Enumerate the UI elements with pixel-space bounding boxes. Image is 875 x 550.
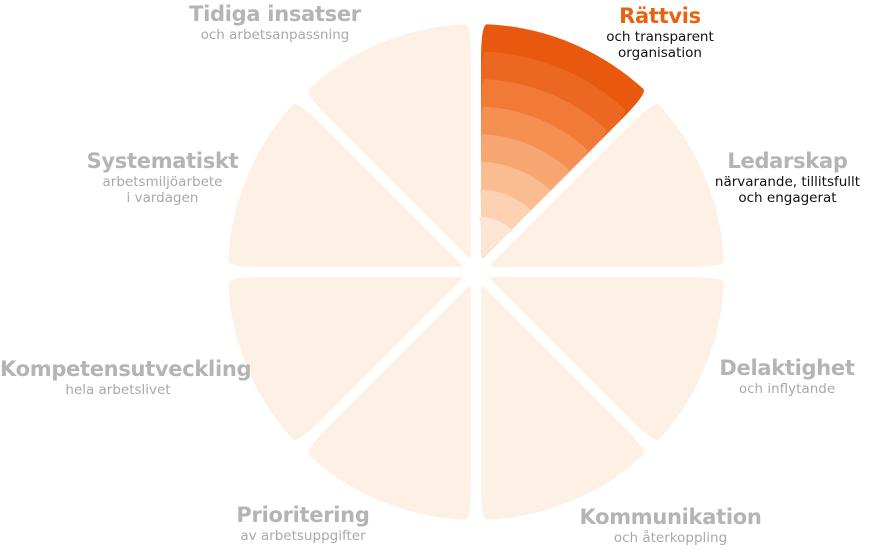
label-rattvis-sub2: organisation <box>618 45 702 62</box>
segment-ledarskap[interactable] <box>490 104 724 267</box>
label-tidiga-insatser-sub1: och arbetsanpassning <box>200 27 350 44</box>
label-systematiskt-title: Systematiskt <box>86 149 239 173</box>
segment-prioritering[interactable] <box>308 286 471 520</box>
label-systematiskt-sub2: i vardagen <box>126 190 199 207</box>
label-tidiga-insatser[interactable]: Tidiga insatser och arbetsanpassning <box>180 2 370 43</box>
label-ledarskap-sub2: och engagerat <box>738 190 837 207</box>
label-prioritering-sub1: av arbetsuppgifter <box>240 528 366 545</box>
label-systematiskt[interactable]: Systematiskt arbetsmiljöarbete i vardage… <box>80 149 245 207</box>
segment-delaktighet[interactable] <box>490 277 724 440</box>
label-prioritering[interactable]: Prioritering av arbetsuppgifter <box>218 503 388 544</box>
label-kommunikation-sub1: och återkoppling <box>613 530 728 547</box>
label-rattvis-title: Rättvis <box>619 4 701 28</box>
label-prioritering-title: Prioritering <box>236 503 370 527</box>
label-ledarskap[interactable]: Ledarskap närvarande, tillitsfullt och e… <box>710 149 865 207</box>
label-tidiga-insatser-title: Tidiga insatser <box>189 2 361 26</box>
segment-tidiga-insatser[interactable] <box>308 24 471 258</box>
label-systematiskt-sub1: arbetsmiljöarbete <box>102 174 223 191</box>
label-delaktighet[interactable]: Delaktighet och inflytande <box>712 356 862 397</box>
active-ring-1 <box>478 216 514 258</box>
label-kompetensutveckling[interactable]: Kompetensutveckling hela arbetslivet <box>0 357 252 399</box>
label-kompetensutveckling-sub1: hela arbetslivet <box>65 382 171 399</box>
segment-kommunikation[interactable] <box>481 286 644 520</box>
segment-rattvis-active[interactable] <box>478 24 644 258</box>
label-kommunikation[interactable]: Kommunikation och återkoppling <box>578 505 763 546</box>
segment-systematiskt[interactable] <box>228 104 462 267</box>
label-ledarskap-sub1: närvarande, tillitsfullt <box>714 174 861 191</box>
segment-kompetensutveckling[interactable] <box>228 277 462 440</box>
label-kommunikation-title: Kommunikation <box>579 505 762 529</box>
label-rattvis[interactable]: Rättvis och transparent organisation <box>590 4 730 62</box>
label-delaktighet-sub1: och inflytande <box>738 381 836 398</box>
label-kompetensutveckling-title: Kompetensutveckling <box>0 357 252 381</box>
label-delaktighet-title: Delaktighet <box>719 356 855 380</box>
label-ledarskap-title: Ledarskap <box>727 149 848 173</box>
label-rattvis-sub1: och transparent <box>606 29 714 46</box>
